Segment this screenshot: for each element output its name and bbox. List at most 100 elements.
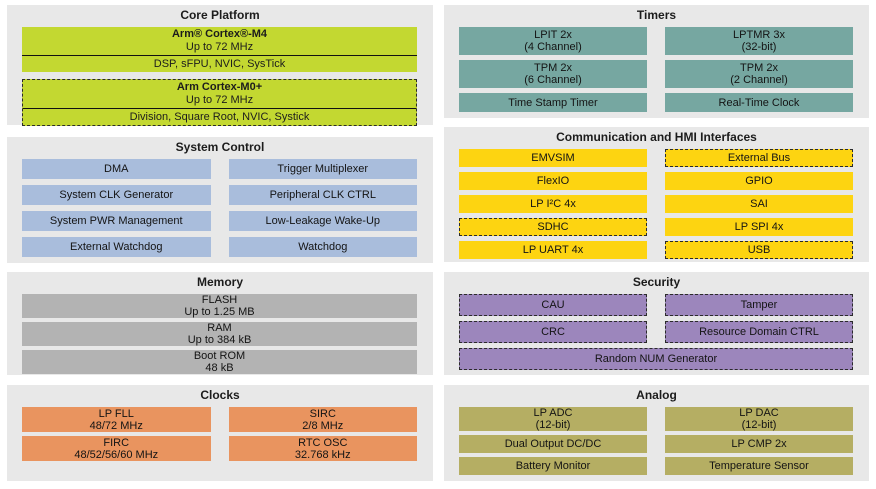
- block-real-time-clock: Real-Time Clock: [665, 93, 853, 112]
- ram-name: RAM: [207, 322, 232, 334]
- block-lp-spi: LP SPI 4x: [665, 218, 853, 236]
- section-communication-hmi: Communication and HMI Interfaces EMVSIM …: [444, 127, 869, 262]
- timers-grid: LPIT 2x (4 Channel) LPTMR 3x (32-bit) TP…: [444, 22, 869, 112]
- block-dual-output-dcdc: Dual Output DC/DC: [459, 435, 647, 453]
- block-system-pwr-management: System PWR Management: [22, 211, 211, 231]
- block-lp-adc: LP ADC (12-bit): [459, 407, 647, 431]
- section-core-platform: Core Platform Arm® Cortex®-M4 Up to 72 M…: [7, 5, 433, 126]
- block-rtc-osc: RTC OSC 32.768 kHz: [228, 436, 417, 461]
- block-temperature-sensor: Temperature Sensor: [665, 457, 853, 475]
- rtc-osc-name: RTC OSC: [298, 436, 348, 449]
- block-lp-cmp: LP CMP 2x: [665, 435, 853, 453]
- cortex-m4-header: Arm® Cortex®-M4 Up to 72 MHz: [22, 27, 417, 55]
- section-timers: Timers LPIT 2x (4 Channel) LPTMR 3x (32-…: [444, 5, 869, 118]
- block-tpm-6ch: TPM 2x (6 Channel): [459, 60, 647, 88]
- block-sdhc: SDHC: [459, 218, 647, 236]
- lptmr-name: LPTMR 3x: [733, 29, 785, 41]
- block-watchdog: Watchdog: [228, 237, 417, 257]
- block-random-num-generator: Random NUM Generator: [459, 348, 853, 370]
- block-flash: FLASH Up to 1.25 MB: [22, 294, 417, 318]
- section-title-security: Security: [632, 275, 681, 289]
- lpit-name: LPIT 2x: [534, 29, 572, 41]
- cortex-m0plus-frequency: Up to 72 MHz: [185, 94, 254, 106]
- sirc-name: SIRC: [309, 407, 336, 420]
- cortex-m4-name: Arm® Cortex®-M4: [171, 28, 268, 40]
- block-flexio: FlexIO: [459, 172, 647, 190]
- ram-size: Up to 384 kB: [187, 334, 252, 346]
- boot-rom-name: Boot ROM: [193, 350, 246, 362]
- block-external-bus: External Bus: [665, 149, 853, 167]
- system-control-grid: DMA Trigger Multiplexer System CLK Gener…: [7, 154, 433, 257]
- section-title-core-platform: Core Platform: [180, 8, 260, 22]
- cortex-m0plus-features: Division, Square Root, NVIC, Systick: [23, 108, 416, 125]
- tpm-6ch-name: TPM 2x: [534, 62, 572, 74]
- firc-name: FIRC: [103, 436, 130, 449]
- section-memory: Memory FLASH Up to 1.25 MB RAM Up to 384…: [7, 272, 433, 375]
- block-resource-domain-ctrl: Resource Domain CTRL: [665, 321, 853, 343]
- lp-fll-freq: 48/72 MHz: [89, 419, 143, 432]
- sirc-freq: 2/8 MHz: [302, 419, 344, 432]
- lp-dac-detail: (12-bit): [741, 419, 777, 431]
- block-cau: CAU: [459, 294, 647, 316]
- tpm-2ch-name: TPM 2x: [740, 62, 778, 74]
- cortex-m0plus-name: Arm Cortex-M0+: [176, 81, 263, 93]
- analog-grid: LP ADC (12-bit) LP DAC (12-bit) Dual Out…: [444, 402, 869, 475]
- block-tpm-2ch: TPM 2x (2 Channel): [665, 60, 853, 88]
- lp-fll-name: LP FLL: [98, 407, 134, 420]
- section-analog: Analog LP ADC (12-bit) LP DAC (12-bit) D…: [444, 385, 869, 481]
- cortex-m0plus-header: Arm Cortex-M0+ Up to 72 MHz: [23, 80, 416, 108]
- block-trigger-multiplexer: Trigger Multiplexer: [228, 159, 417, 179]
- block-external-watchdog: External Watchdog: [22, 237, 211, 257]
- tpm-2ch-detail: (2 Channel): [730, 74, 788, 86]
- section-title-memory: Memory: [196, 275, 243, 289]
- block-lp-dac: LP DAC (12-bit): [665, 407, 853, 431]
- lpit-detail: (4 Channel): [524, 41, 582, 53]
- section-title-timers: Timers: [636, 8, 677, 22]
- block-cortex-m0plus: Arm Cortex-M0+ Up to 72 MHz Division, Sq…: [22, 79, 417, 126]
- section-title-analog: Analog: [636, 388, 677, 402]
- flash-size: Up to 1.25 MB: [184, 306, 255, 318]
- block-tamper: Tamper: [665, 294, 853, 316]
- block-time-stamp-timer: Time Stamp Timer: [459, 93, 647, 112]
- section-system-control: System Control DMA Trigger Multiplexer S…: [7, 137, 433, 263]
- block-peripheral-clk-ctrl: Peripheral CLK CTRL: [228, 185, 417, 205]
- block-ram: RAM Up to 384 kB: [22, 322, 417, 346]
- lp-dac-name: LP DAC: [739, 407, 779, 419]
- block-cortex-m4: Arm® Cortex®-M4 Up to 72 MHz DSP, sFPU, …: [22, 27, 417, 72]
- block-dma: DMA: [22, 159, 211, 179]
- security-grid: CAU Tamper CRC Resource Domain CTRL Rand…: [444, 289, 869, 370]
- lptmr-detail: (32-bit): [741, 41, 777, 53]
- cortex-m4-features: DSP, sFPU, NVIC, SysTick: [22, 55, 417, 72]
- block-low-leakage-wake-up: Low-Leakage Wake-Up: [228, 211, 417, 231]
- section-title-communication-hmi: Communication and HMI Interfaces: [556, 130, 757, 144]
- block-usb: USB: [665, 241, 853, 259]
- boot-rom-size: 48 kB: [205, 362, 234, 374]
- firc-freq: 48/52/56/60 MHz: [74, 448, 159, 461]
- block-boot-rom: Boot ROM 48 kB: [22, 350, 417, 374]
- block-lptmr: LPTMR 3x (32-bit): [665, 27, 853, 55]
- memory-grid: FLASH Up to 1.25 MB RAM Up to 384 kB Boo…: [7, 289, 433, 374]
- clocks-grid: LP FLL 48/72 MHz SIRC 2/8 MHz FIRC 48/52…: [7, 402, 433, 461]
- flash-name: FLASH: [201, 294, 238, 306]
- block-firc: FIRC 48/52/56/60 MHz: [22, 436, 211, 461]
- block-lp-fll: LP FLL 48/72 MHz: [22, 407, 211, 432]
- section-security: Security CAU Tamper CRC Resource Domain …: [444, 272, 869, 375]
- section-title-clocks: Clocks: [200, 388, 240, 402]
- rtc-osc-freq: 32.768 kHz: [294, 448, 351, 461]
- block-gpio: GPIO: [665, 172, 853, 190]
- block-sirc: SIRC 2/8 MHz: [228, 407, 417, 432]
- communication-grid: EMVSIM External Bus FlexIO GPIO LP I²C 4…: [444, 144, 869, 259]
- block-lpit: LPIT 2x (4 Channel): [459, 27, 647, 55]
- block-battery-monitor: Battery Monitor: [459, 457, 647, 475]
- block-sai: SAI: [665, 195, 853, 213]
- cortex-m4-frequency: Up to 72 MHz: [185, 41, 254, 53]
- block-system-clk-generator: System CLK Generator: [22, 185, 211, 205]
- tpm-6ch-detail: (6 Channel): [524, 74, 582, 86]
- lp-adc-name: LP ADC: [533, 407, 573, 419]
- section-title-system-control: System Control: [175, 140, 265, 154]
- section-clocks: Clocks LP FLL 48/72 MHz SIRC 2/8 MHz FIR…: [7, 385, 433, 481]
- block-emvsim: EMVSIM: [459, 149, 647, 167]
- lp-adc-detail: (12-bit): [535, 419, 571, 431]
- block-lp-uart: LP UART 4x: [459, 241, 647, 259]
